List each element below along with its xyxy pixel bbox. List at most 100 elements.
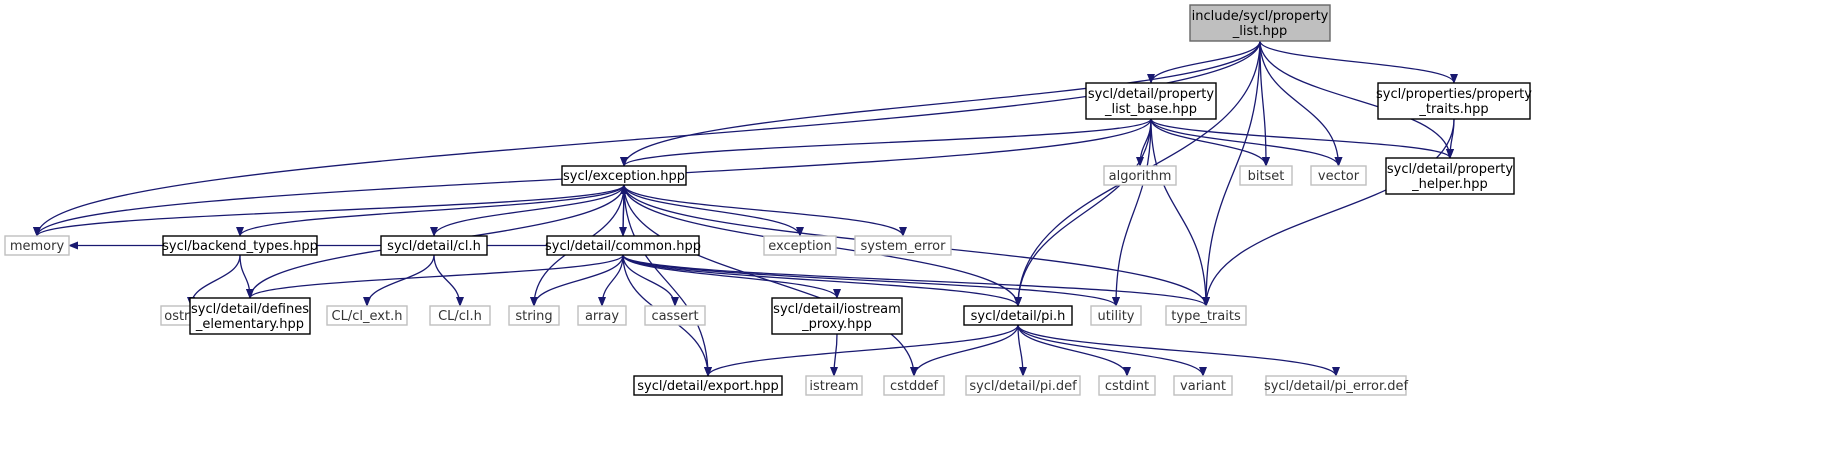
edge-exc-to-memory [33, 184, 625, 237]
edge-common-to-array [598, 254, 624, 307]
node-bitset[interactable]: bitset [1239, 165, 1293, 186]
node-string-label: string [515, 309, 552, 324]
edge-pi-to-cstddef [910, 324, 1019, 377]
edge-exc-to-exception [623, 184, 804, 237]
node-root-label: _list.hpp [1232, 24, 1287, 39]
node-cstdint-label: cstdint [1105, 379, 1149, 394]
node-bitset-label: bitset [1248, 169, 1285, 184]
node-iop-label: _proxy.hpp [801, 317, 872, 332]
node-clh-label: CL/cl.h [438, 309, 482, 324]
node-plb-label: _list_base.hpp [1104, 102, 1197, 117]
edge-plb-to-exc [620, 118, 1152, 167]
edge-pi-to-pidef [1017, 324, 1027, 377]
node-algorithm[interactable]: algorithm [1103, 165, 1177, 186]
edge-root-to-ppt [1259, 40, 1458, 84]
edge-iop-to-istream [830, 333, 839, 377]
node-pierr[interactable]: sycl/detail/pi_error.def [1264, 375, 1409, 396]
node-ppt-label: sycl/properties/property [1376, 87, 1532, 102]
node-ppt[interactable]: sycl/properties/property_traits.hpp [1376, 82, 1532, 120]
node-cassert-box [644, 305, 706, 326]
edge-common-to-string [530, 254, 624, 307]
edge-cl-to-clh [433, 254, 464, 307]
node-cassert[interactable]: cassert [644, 305, 706, 326]
node-exc[interactable]: sycl/exception.hpp [561, 165, 687, 186]
edge-plb-to-tt [1150, 118, 1210, 307]
edge-root-to-ph [1259, 40, 1454, 159]
node-cstdint-box [1098, 375, 1156, 396]
node-system_error-box [854, 235, 952, 256]
edge-common-to-defel [246, 254, 624, 299]
edge-common-to-cassert [622, 254, 679, 307]
node-memory-box [4, 235, 70, 256]
node-ppt-label: _traits.hpp [1418, 102, 1488, 117]
edge-ppt-to-tt [1202, 118, 1455, 307]
node-vector-box [1310, 165, 1367, 186]
node-cl[interactable]: sycl/detail/cl.h [380, 235, 488, 256]
node-exception-label: exception [768, 239, 832, 254]
node-iop-label: sycl/detail/iostream [773, 302, 901, 317]
edge-common-to-pi [622, 254, 1022, 307]
node-ph-label: sycl/detail/property [1387, 162, 1513, 177]
node-cassert-label: cassert [651, 309, 698, 324]
node-clext-label: CL/cl_ext.h [332, 309, 403, 324]
edge-plb-to-ph [1150, 118, 1454, 159]
node-memory[interactable]: memory [4, 235, 70, 256]
node-utility-label: utility [1098, 309, 1135, 324]
node-ph-label: _helper.hpp [1411, 177, 1488, 192]
node-clext[interactable]: CL/cl_ext.h [326, 305, 408, 326]
edge-root-to-plb [1147, 40, 1261, 84]
node-tt-label: type_traits [1171, 309, 1241, 324]
node-string-box [508, 305, 560, 326]
node-defel-label: sycl/detail/defines [191, 302, 309, 317]
node-pidef[interactable]: sycl/detail/pi.def [965, 375, 1081, 396]
node-defel[interactable]: sycl/detail/defines_elementary.hpp [189, 297, 311, 335]
node-export[interactable]: sycl/detail/export.hpp [633, 375, 783, 396]
node-pierr-box [1265, 375, 1407, 396]
edge-common-to-iop [622, 254, 841, 299]
node-pierr-label: sycl/detail/pi_error.def [1264, 379, 1409, 394]
edge-exc-to-export [623, 184, 712, 377]
node-cstddef[interactable]: cstddef [883, 375, 945, 396]
node-iop[interactable]: sycl/detail/iostream_proxy.hpp [771, 297, 903, 335]
node-pi[interactable]: sycl/detail/pi.h [963, 305, 1073, 326]
node-cl-box [380, 235, 488, 256]
node-algorithm-label: algorithm [1109, 169, 1172, 184]
edge-root-to-exc [620, 40, 1261, 167]
node-common[interactable]: sycl/detail/common.hpp [545, 235, 701, 256]
node-bt[interactable]: sycl/backend_types.hpp [162, 235, 318, 256]
node-ph[interactable]: sycl/detail/property_helper.hpp [1385, 157, 1515, 195]
edge-common-to-utility [622, 254, 1120, 307]
node-pidef-box [965, 375, 1081, 396]
node-istream[interactable]: istream [805, 375, 863, 396]
edge-pi-to-export [704, 324, 1019, 377]
nodes-layer: include/sycl/property_list.hpp sycl/detai… [4, 4, 1532, 396]
node-cstdint[interactable]: cstdint [1098, 375, 1156, 396]
node-exception-box [763, 235, 837, 256]
node-istream-label: istream [809, 379, 858, 394]
edge-common-to-exc [619, 184, 628, 237]
node-variant[interactable]: variant [1173, 375, 1233, 396]
node-exc-label: sycl/exception.hpp [563, 169, 685, 184]
node-clext-box [326, 305, 408, 326]
node-exc-box [561, 165, 687, 186]
node-vector[interactable]: vector [1310, 165, 1367, 186]
node-export-label: sycl/detail/export.hpp [637, 379, 779, 394]
node-vector-label: vector [1318, 169, 1360, 184]
edge-exc-to-bt [236, 184, 625, 237]
node-variant-label: variant [1180, 379, 1226, 394]
edge-cl-to-clext [363, 254, 435, 307]
node-exception[interactable]: exception [763, 235, 837, 256]
edge-root-to-memory [33, 40, 1261, 237]
node-utility-box [1090, 305, 1142, 326]
node-bt-box [162, 235, 318, 256]
node-plb[interactable]: sycl/detail/property_list_base.hpp [1085, 82, 1217, 120]
node-system_error[interactable]: system_error [854, 235, 952, 256]
node-export-box [633, 375, 783, 396]
node-string[interactable]: string [508, 305, 560, 326]
node-tt[interactable]: type_traits [1165, 305, 1247, 326]
node-utility[interactable]: utility [1090, 305, 1142, 326]
node-clh[interactable]: CL/cl.h [429, 305, 491, 326]
node-array[interactable]: array [577, 305, 627, 326]
node-root[interactable]: include/sycl/property_list.hpp [1189, 4, 1331, 42]
